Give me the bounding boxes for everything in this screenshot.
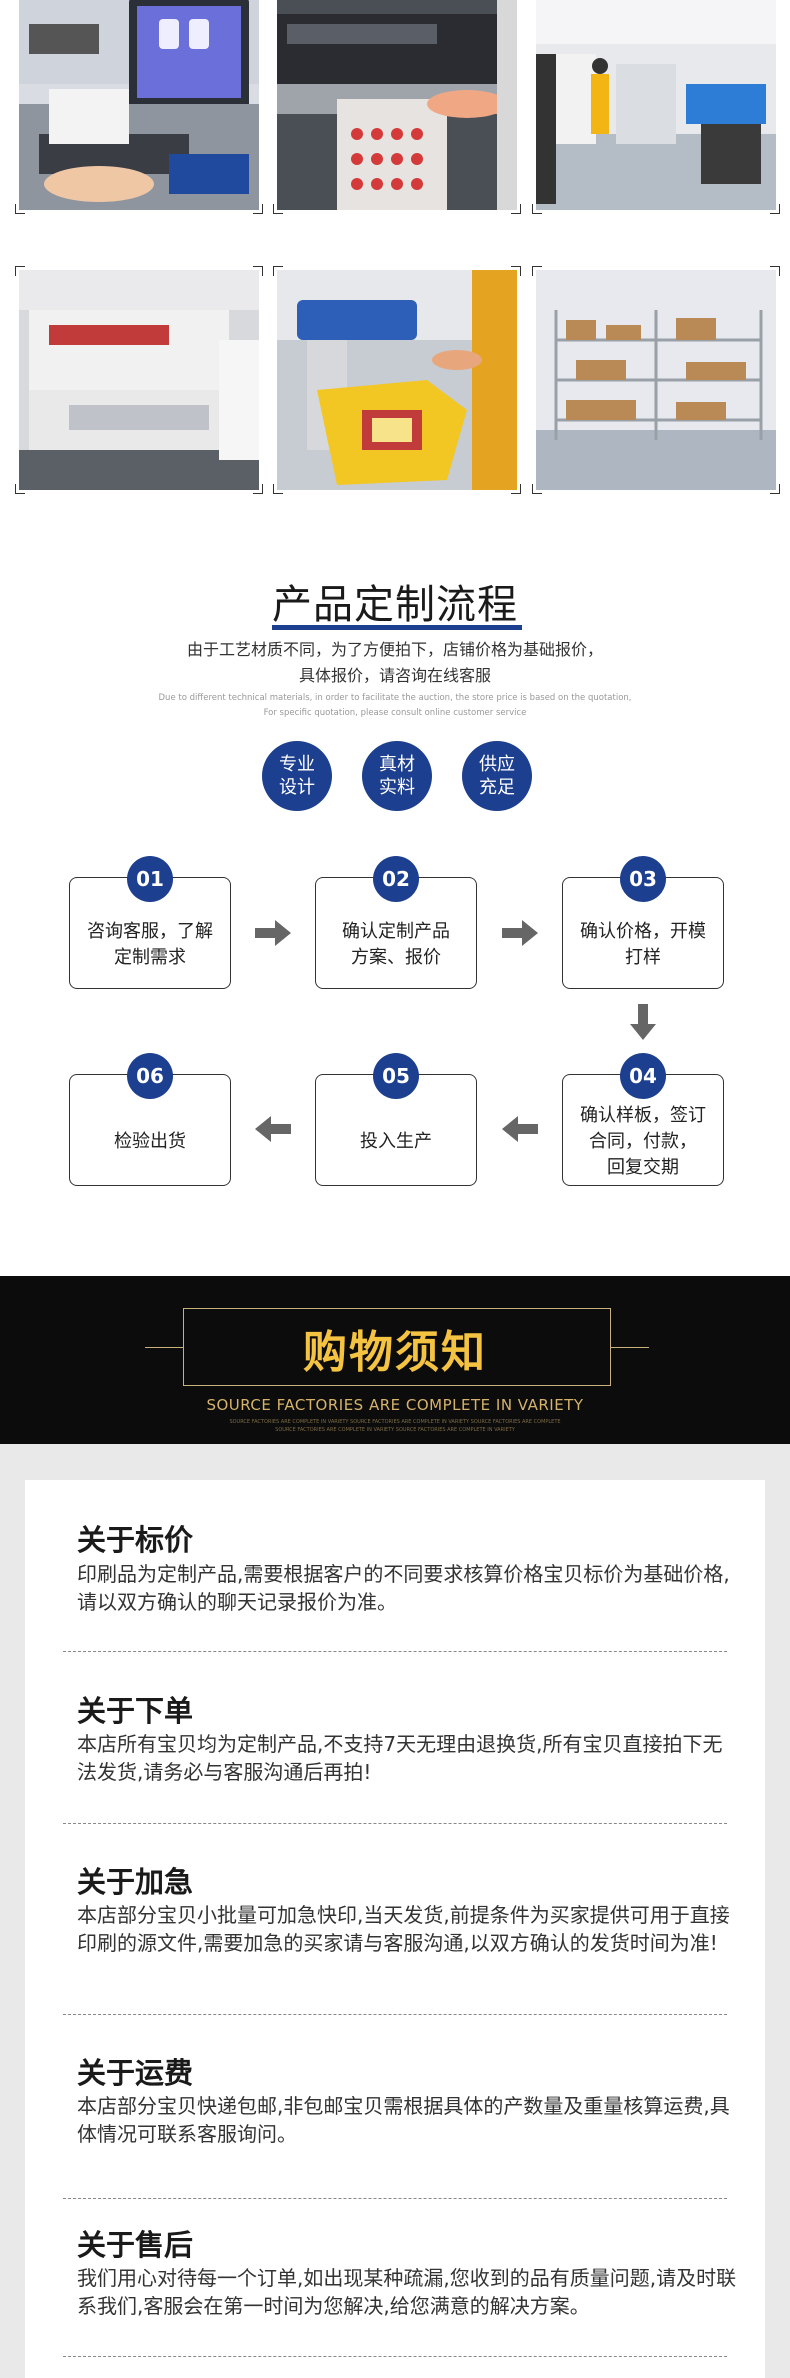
process-subtitle-en-line2: For specific quotation, please consult o… [263, 708, 527, 718]
arrow-down-icon [630, 1004, 656, 1040]
step-text: 投入生产 [360, 1131, 432, 1152]
process-step-06: 06 检验出货 [69, 1053, 231, 1186]
photo-tshirt-press [273, 266, 521, 494]
process-title-underline [272, 625, 522, 630]
notice-item-title-order: 关于下单 [77, 1694, 194, 1728]
notice-small-en-2: SOURCE FACTORIES ARE COMPLETE IN VARIETY… [275, 1427, 515, 1433]
badge-professional-design: 专业 设计 [262, 741, 332, 811]
process-step-03: 03 确认价格，开模 打样 [562, 856, 724, 989]
step-number: 04 [620, 1053, 666, 1099]
divider [63, 1651, 727, 1652]
photo-workshop [532, 0, 780, 214]
divider [63, 2198, 727, 2199]
step-number: 05 [373, 1053, 419, 1099]
divider [63, 2356, 727, 2357]
process-title: 产品定制流程 [272, 582, 518, 628]
banner-line-left [145, 1347, 183, 1348]
notice-item-title-rush: 关于加急 [77, 1865, 194, 1899]
process-subtitle-line2: 具体报价，请咨询在线客服 [298, 666, 491, 685]
step-text: 确认样板，签订 合同，付款， 回复交期 [580, 1105, 706, 1178]
banner-frame [183, 1308, 611, 1386]
notice-small-en-1: SOURCE FACTORIES ARE COMPLETE IN VARIETY… [229, 1419, 561, 1425]
notice-item-title-price: 关于标价 [77, 1523, 194, 1557]
process-step-01: 01 咨询客服，了解 定制需求 [69, 856, 231, 989]
step-text: 确认价格，开模 打样 [580, 921, 706, 968]
notice-item-body-rush: 本店部分宝贝小批量可加急快印,当天发货,前提条件为买家提供可用于直接印刷的源文件… [77, 1903, 730, 1955]
shopping-notice-banner: 购物须知 SOURCE FACTORIES ARE COMPLETE IN VA… [0, 1276, 790, 1444]
step-number: 02 [373, 856, 419, 902]
step-text: 检验出货 [114, 1131, 186, 1152]
notice-item-body-order: 本店所有宝贝均为定制产品,不支持7天无理由退换货,所有宝贝直接拍下无法发货,请务… [77, 1732, 723, 1784]
process-subtitle-en-line1: Due to different technical materials, in… [158, 693, 632, 703]
badge-genuine-materials: 真材 实料 [362, 741, 432, 811]
notice-item-title-shipping: 关于运费 [77, 2056, 194, 2090]
badge-ample-supply: 供应 充足 [462, 741, 532, 811]
photo-printing-machine [273, 0, 521, 214]
factory-photo-grid [0, 0, 790, 505]
notice-item-body-price: 印刷品为定制产品,需要根据客户的不同要求核算价格宝贝标价为基础价格,请以双方确认… [77, 1562, 730, 1614]
photo-warehouse [532, 266, 780, 494]
step-text: 确认定制产品 方案、报价 [342, 921, 450, 968]
process-step-04: 04 确认样板，签订 合同，付款， 回复交期 [562, 1053, 724, 1186]
step-number: 06 [127, 1053, 173, 1099]
notice-subtitle-en: SOURCE FACTORIES ARE COMPLETE IN VARIETY [206, 1396, 584, 1414]
step-text: 咨询客服，了解 定制需求 [87, 921, 213, 968]
banner-line-right [611, 1347, 649, 1348]
process-step-02: 02 确认定制产品 方案、报价 [315, 856, 477, 989]
step-number: 01 [127, 856, 173, 902]
process-step-05: 05 投入生产 [315, 1053, 477, 1186]
arrow-right-icon [255, 920, 291, 946]
photo-design-workstation [15, 0, 263, 214]
notice-item-title-aftersales: 关于售后 [77, 2228, 194, 2262]
arrow-left-icon [255, 1116, 291, 1142]
divider [63, 2014, 727, 2015]
notice-item-body-shipping: 本店部分宝贝快递包邮,非包邮宝贝需根据具体的产数量及重量核算运费,具体情况可联系… [77, 2094, 730, 2146]
step-number: 03 [620, 856, 666, 902]
notice-title: 购物须知 [303, 1327, 487, 1378]
arrow-left-icon [502, 1116, 538, 1142]
divider [63, 1823, 727, 1824]
process-subtitle-line1: 由于工艺材质不同，为了方便拍下，店铺价格为基础报价， [186, 640, 603, 659]
photo-heat-press-printer [15, 266, 263, 494]
notice-card [25, 1480, 765, 2378]
arrow-right-icon [502, 920, 538, 946]
notice-item-body-aftersales: 我们用心对待每一个订单,如出现某种疏漏,您收到的品有质量问题,请及时联系我们,客… [77, 2266, 737, 2318]
